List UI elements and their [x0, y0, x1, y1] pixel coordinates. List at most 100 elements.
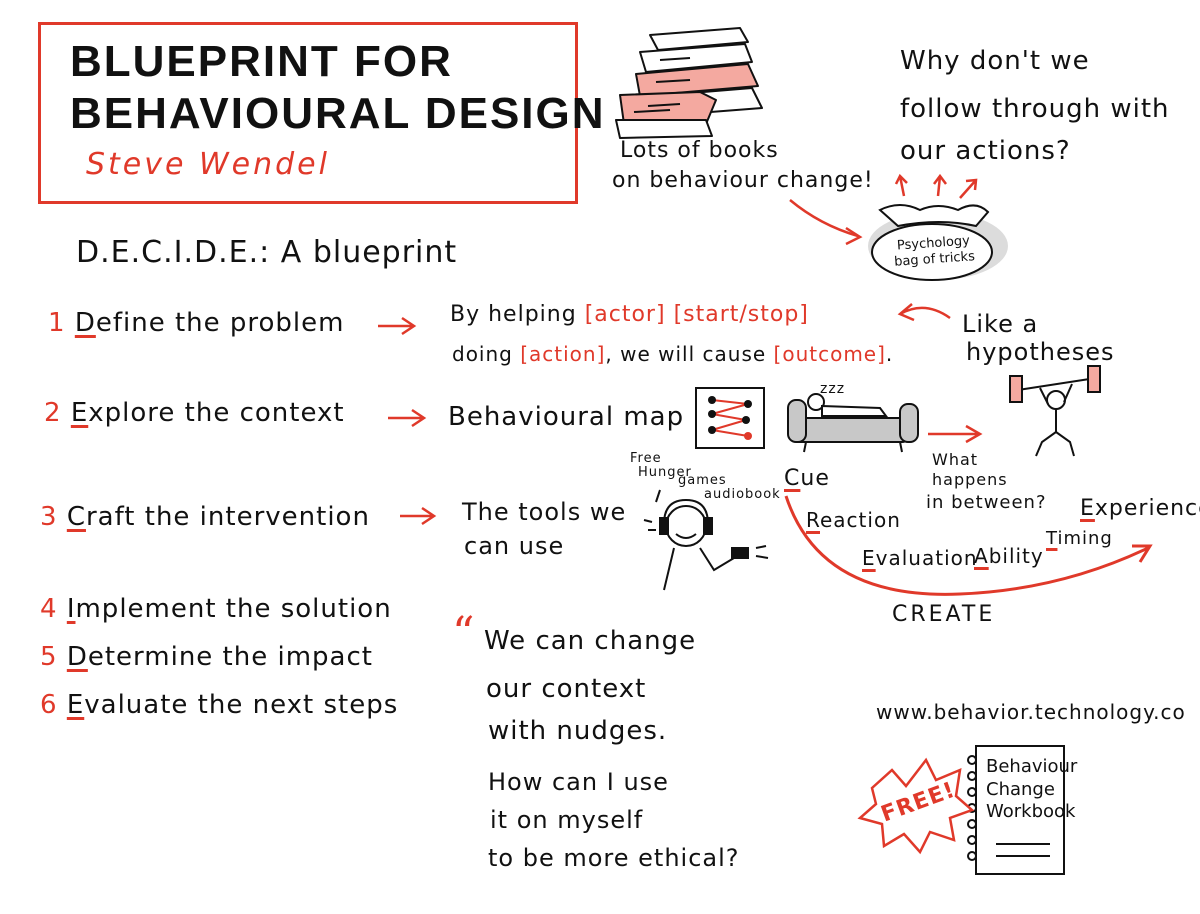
step-4-initial: I	[66, 594, 76, 624]
create-timing-initial: T	[1046, 528, 1058, 549]
step-6: 6 Evaluate the next steps	[40, 692, 398, 718]
create-reaction-initial: R	[806, 508, 820, 532]
workbook-title: Behaviour Change Workbook	[986, 756, 1077, 824]
audiobook-line-4: audiobook	[704, 487, 781, 502]
create-label: CREATE	[892, 602, 996, 627]
website-link[interactable]: www.behavior.technology.co	[876, 700, 1186, 724]
arrow-couch-icon	[928, 424, 983, 444]
step-1: 1 Define the problem	[48, 310, 344, 336]
arrow-books-to-bag-icon	[789, 199, 859, 238]
quote-line-4: How can I use	[488, 768, 669, 796]
step-1-initial: D	[74, 308, 96, 338]
quote-line-5: it on myself	[490, 806, 644, 834]
create-curve-icon	[784, 495, 1149, 596]
create-experience: Experience	[1080, 498, 1200, 520]
free-burst-icon	[857, 757, 975, 855]
quote-mark: “	[452, 608, 476, 659]
create-experience-rest: xperience	[1094, 496, 1200, 521]
audiobook-line-3: games	[678, 473, 727, 488]
create-ability: Ability	[974, 546, 1044, 566]
question-line-2: follow through with	[900, 94, 1170, 124]
create-experience-initial: E	[1080, 496, 1095, 521]
psychology-bag-icon	[868, 173, 1008, 281]
between-line-1: What	[932, 450, 979, 469]
sleep-text: zzz	[820, 381, 846, 397]
create-evaluation-rest: valuation	[875, 546, 978, 570]
workbook-line-2: Change	[986, 778, 1055, 800]
step-1-text: efine the problem	[95, 308, 345, 338]
title-line-2: BEHAVIOURAL DESIGN	[70, 89, 606, 138]
step-5-number: 5	[40, 642, 58, 672]
step-5-initial: D	[66, 642, 88, 672]
step-6-number: 6	[40, 690, 58, 720]
step1-result-action: [action]	[520, 342, 606, 366]
create-cue: Cue	[784, 468, 830, 490]
hypothesis-line-2: hypotheses	[966, 338, 1115, 366]
step-4-text: mplement the solution	[75, 594, 392, 624]
quote-line-1: We can change	[484, 626, 697, 656]
step1-result-line-2: doing [action], we will cause [outcome].	[452, 344, 893, 364]
step1-result-part2: doing	[452, 342, 513, 366]
books-note-line-2: on behaviour change!	[612, 168, 874, 193]
step1-result-startstop: [start/stop]	[673, 302, 809, 327]
couch-sleeper-icon	[787, 393, 919, 453]
arrow-step3-icon	[400, 506, 437, 526]
question-line-3: our actions?	[900, 136, 1071, 166]
workbook-icon	[967, 745, 1065, 875]
quote-line-2: our context	[486, 674, 647, 704]
create-ability-rest: bility	[988, 544, 1044, 568]
quote-line-6: to be more ethical?	[488, 844, 740, 872]
step-3-number: 3	[40, 502, 58, 532]
step-2-initial: E	[70, 398, 89, 428]
create-evaluation-initial: E	[862, 546, 876, 570]
arrow-step2-icon	[388, 408, 427, 428]
step3-result-line-1: The tools we	[462, 498, 627, 526]
workbook-line-3: Workbook	[986, 801, 1076, 822]
create-timing: Timing	[1046, 530, 1113, 548]
create-timing-rest: iming	[1057, 528, 1113, 549]
create-ability-initial: A	[974, 544, 989, 568]
step1-result-line-1: By helping [actor] [start/stop]	[450, 304, 809, 326]
audiobook-line-1: Free	[630, 451, 662, 466]
step-3-text: raft the intervention	[85, 502, 370, 532]
step1-result-outcome: [outcome]	[773, 342, 886, 366]
step1-result-actor: [actor]	[584, 302, 666, 327]
person-headphones-icon	[643, 489, 769, 591]
arrow-hypothesis-icon	[897, 303, 951, 322]
step-5: 5 Determine the impact	[40, 644, 373, 670]
workbook-line-1: Behaviour	[986, 756, 1078, 777]
question-line-1: Why don't we	[900, 46, 1090, 76]
decide-heading: D.E.C.I.D.E.: A blueprint	[76, 235, 458, 270]
create-cue-initial: C	[784, 466, 801, 491]
audiobook-line-2: Hunger	[638, 465, 692, 480]
step1-result-part1: By helping	[450, 302, 577, 327]
books-note-line-1: Lots of books	[620, 138, 779, 163]
step-4-number: 4	[40, 594, 58, 624]
step1-result-end: .	[885, 342, 894, 366]
title-line-1: BLUEPRINT FOR	[70, 37, 453, 86]
arrow-step1-icon	[378, 316, 417, 336]
step-3: 3 Craft the intervention	[40, 504, 370, 530]
quote-line-3: with nudges.	[488, 716, 668, 746]
title-box	[38, 22, 578, 204]
weightlifter-icon	[1009, 365, 1101, 457]
step-6-initial: E	[66, 690, 85, 720]
create-cue-rest: ue	[800, 466, 830, 491]
step1-result-part3: , we will cause	[605, 342, 767, 366]
behavioural-map-icon	[695, 387, 765, 449]
create-evaluation: Evaluation	[862, 548, 978, 568]
bag-label: Psychology bag of tricks	[885, 233, 983, 271]
step3-result-line-2: can use	[464, 532, 565, 560]
author-name: Steve Wendel	[86, 147, 330, 182]
step-1-number: 1	[48, 308, 66, 338]
books-stack-icon	[615, 27, 763, 139]
between-line-3: in between?	[926, 492, 1047, 513]
create-reaction: Reaction	[806, 510, 901, 530]
step-5-text: etermine the impact	[87, 642, 373, 672]
step2-result: Behavioural map	[448, 402, 685, 432]
step-4: 4 Implement the solution	[40, 596, 392, 622]
step-3-initial: C	[66, 502, 86, 532]
step-2: 2 Explore the context	[44, 400, 345, 426]
